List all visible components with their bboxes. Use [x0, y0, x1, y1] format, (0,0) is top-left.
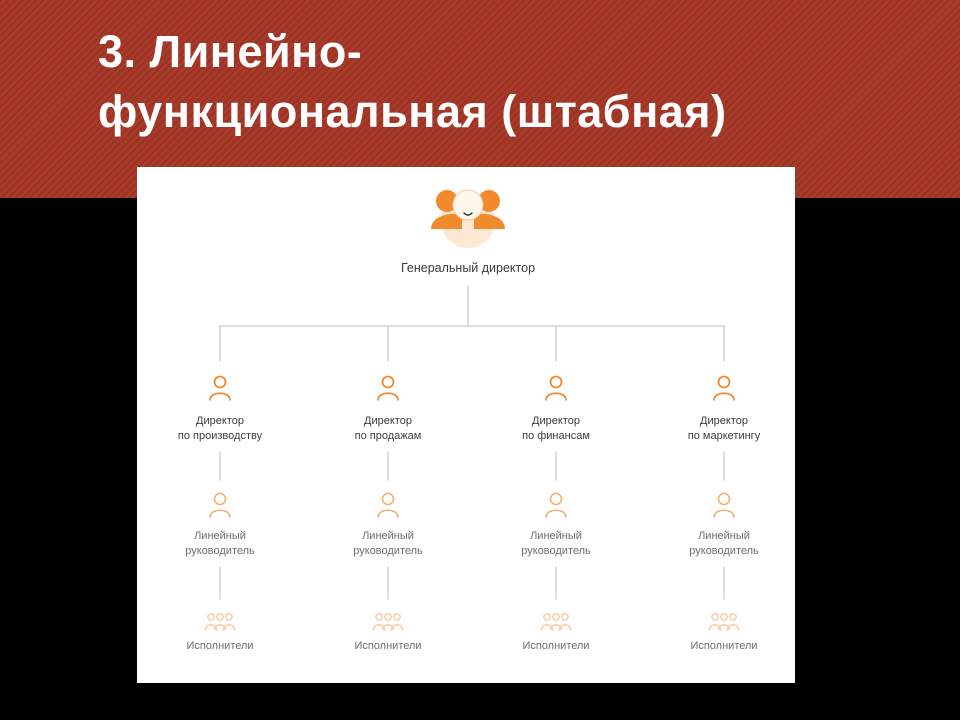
- people-group-icon: [540, 613, 572, 631]
- person-icon: [209, 375, 231, 401]
- title-band: [0, 0, 960, 198]
- person-icon: [545, 375, 567, 401]
- manager-label-3-line-2: руководитель: [521, 545, 591, 557]
- person-icon: [545, 492, 567, 518]
- person-avatar-icon: [431, 189, 505, 248]
- director-label-1-line-2: по производству: [177, 430, 263, 442]
- general-director-label: Генеральный директор: [400, 261, 536, 275]
- slide-title-line-2: функциональная (штабная): [98, 86, 727, 137]
- director-label-2: Директор по продажам: [355, 414, 422, 444]
- org-chart-svg: [204, 189, 740, 631]
- manager-label-2-line-2: руководитель: [353, 545, 423, 557]
- director-label-1-line-1: Директор: [196, 415, 244, 427]
- director-label-3-line-1: Директор: [532, 415, 580, 427]
- slide-title-line-1: 3. Линейно-: [98, 26, 363, 77]
- staff-label-2: Исполнители: [354, 640, 422, 652]
- director-label-2-line-1: Директор: [364, 415, 412, 427]
- manager-label-2: Линейный руководитель: [353, 529, 423, 559]
- director-label-3: Директор по финансам: [522, 414, 590, 444]
- manager-label-1: Линейный руководитель: [185, 529, 255, 559]
- people-group-icon: [372, 613, 404, 631]
- person-icon: [713, 492, 735, 518]
- manager-label-3: Линейный руководитель: [521, 529, 591, 559]
- director-label-3-line-2: по финансам: [522, 430, 590, 442]
- director-label-4-line-1: Директор: [700, 415, 748, 427]
- director-label-4: Директор по маркетингу: [688, 414, 760, 444]
- manager-label-2-line-1: Линейный: [362, 530, 414, 542]
- staff-label-1: Исполнители: [186, 640, 254, 652]
- manager-label-4: Линейный руководитель: [689, 529, 759, 559]
- director-label-2-line-2: по продажам: [354, 430, 422, 442]
- person-icon: [377, 492, 399, 518]
- manager-label-3-line-1: Линейный: [530, 530, 582, 542]
- person-icon: [713, 375, 735, 401]
- manager-label-1-line-1: Линейный: [194, 530, 246, 542]
- manager-label-1-line-2: руководитель: [185, 545, 255, 557]
- person-icon: [209, 492, 231, 518]
- person-icon: [377, 375, 399, 401]
- people-group-icon: [204, 613, 236, 631]
- staff-label-4: Исполнители: [690, 640, 758, 652]
- manager-label-4-line-2: руководитель: [689, 545, 759, 557]
- director-label-4-line-2: по маркетингу: [687, 430, 761, 442]
- slide-title: 3. Линейно- функциональная (штабная): [98, 22, 938, 142]
- people-group-icon: [708, 613, 740, 631]
- staff-label-3: Исполнители: [522, 640, 590, 652]
- director-label-1: Директор по производству: [178, 414, 262, 444]
- manager-label-4-line-1: Линейный: [698, 530, 750, 542]
